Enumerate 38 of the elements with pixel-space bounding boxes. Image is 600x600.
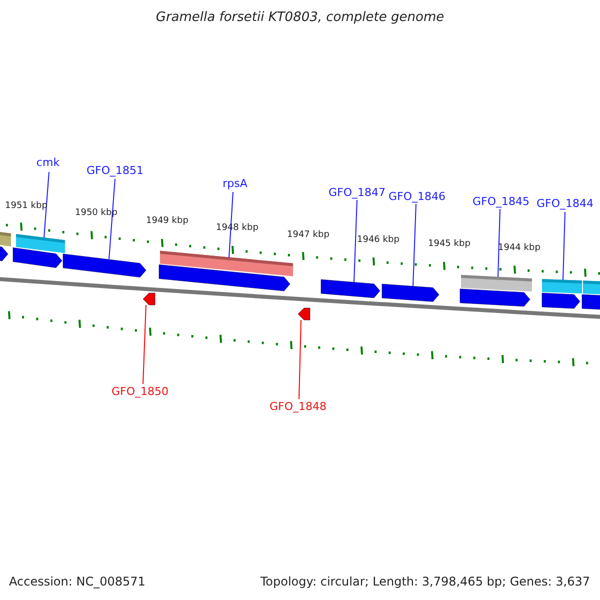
gene-label: GFO_1845 [472,196,530,208]
gene-feature [12,248,62,268]
genome-summary-note: Topology: circular; Length: 3,798,465 bp; Genes: 3,637 [260,575,590,589]
leader-line [562,212,566,280]
title: Gramella forsetii KT0803, complete genome [156,10,444,26]
scale-label: 1945 kbp [428,240,470,250]
gene-feature [62,254,146,278]
accession-note: Accession: NC_008571 [9,575,146,589]
gene-feature [582,294,600,310]
leader-line [298,320,302,400]
scale-label: 1947 kbp [287,231,330,241]
gene-label: GFO_1847 [328,186,386,200]
leader-line [108,178,116,260]
gene-feature [298,308,310,320]
gene-feature [382,284,440,302]
gene-label: GFO_1851 [86,164,144,178]
gene-bar [583,280,600,294]
leader-line [498,208,500,278]
gene-label: GFO_1844 [536,198,594,210]
gene-feature [158,264,290,292]
gene-label: cmk [36,156,60,170]
gene-feature [460,288,530,307]
scale-label: 1946 kbp [357,236,400,246]
gene-label: rpsA [222,178,248,190]
gene-feature [320,279,380,298]
leader-line [228,192,234,258]
gene-bar [0,231,11,246]
leader-line [354,200,358,282]
leader-line [142,304,146,384]
gene-label: GFO_1850 [112,386,168,398]
leader-line [44,172,50,238]
gene-feature [0,245,8,262]
gene-feature [142,292,156,306]
leader-line [412,204,416,287]
scale-label: 1949 kbp [146,217,188,227]
gene-label: GFO_1848 [270,400,326,414]
gene-bar [461,274,532,292]
gene-label: GFO_1846 [388,190,446,204]
